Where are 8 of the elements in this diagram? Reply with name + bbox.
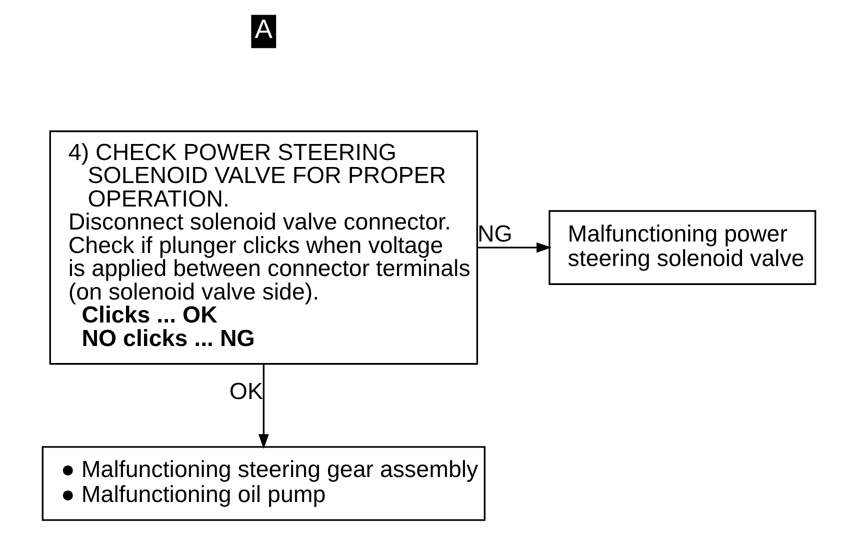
arrow	[258, 364, 268, 450]
node-box: Malfunctioning power steering solenoid valve	[548, 210, 816, 285]
node-box: ● Malfunctioning steering gear assembly ● Malfunctioning oil pump	[41, 446, 485, 521]
label: A	[254, 14, 272, 44]
edge-label: NG	[477, 220, 512, 246]
arrow	[477, 242, 552, 253]
edge-label: OK	[228, 378, 263, 404]
node-box: 4) CHECK POWER STEERING SOLENOID VALVE FOR PROPER OPERATION. Disconnect solenoid valve connector. Check if plunger clicks when voltage is applied between connector terminals (on solenoid valve side). Clicks ... OK NO clicks ... NG	[48, 130, 478, 365]
